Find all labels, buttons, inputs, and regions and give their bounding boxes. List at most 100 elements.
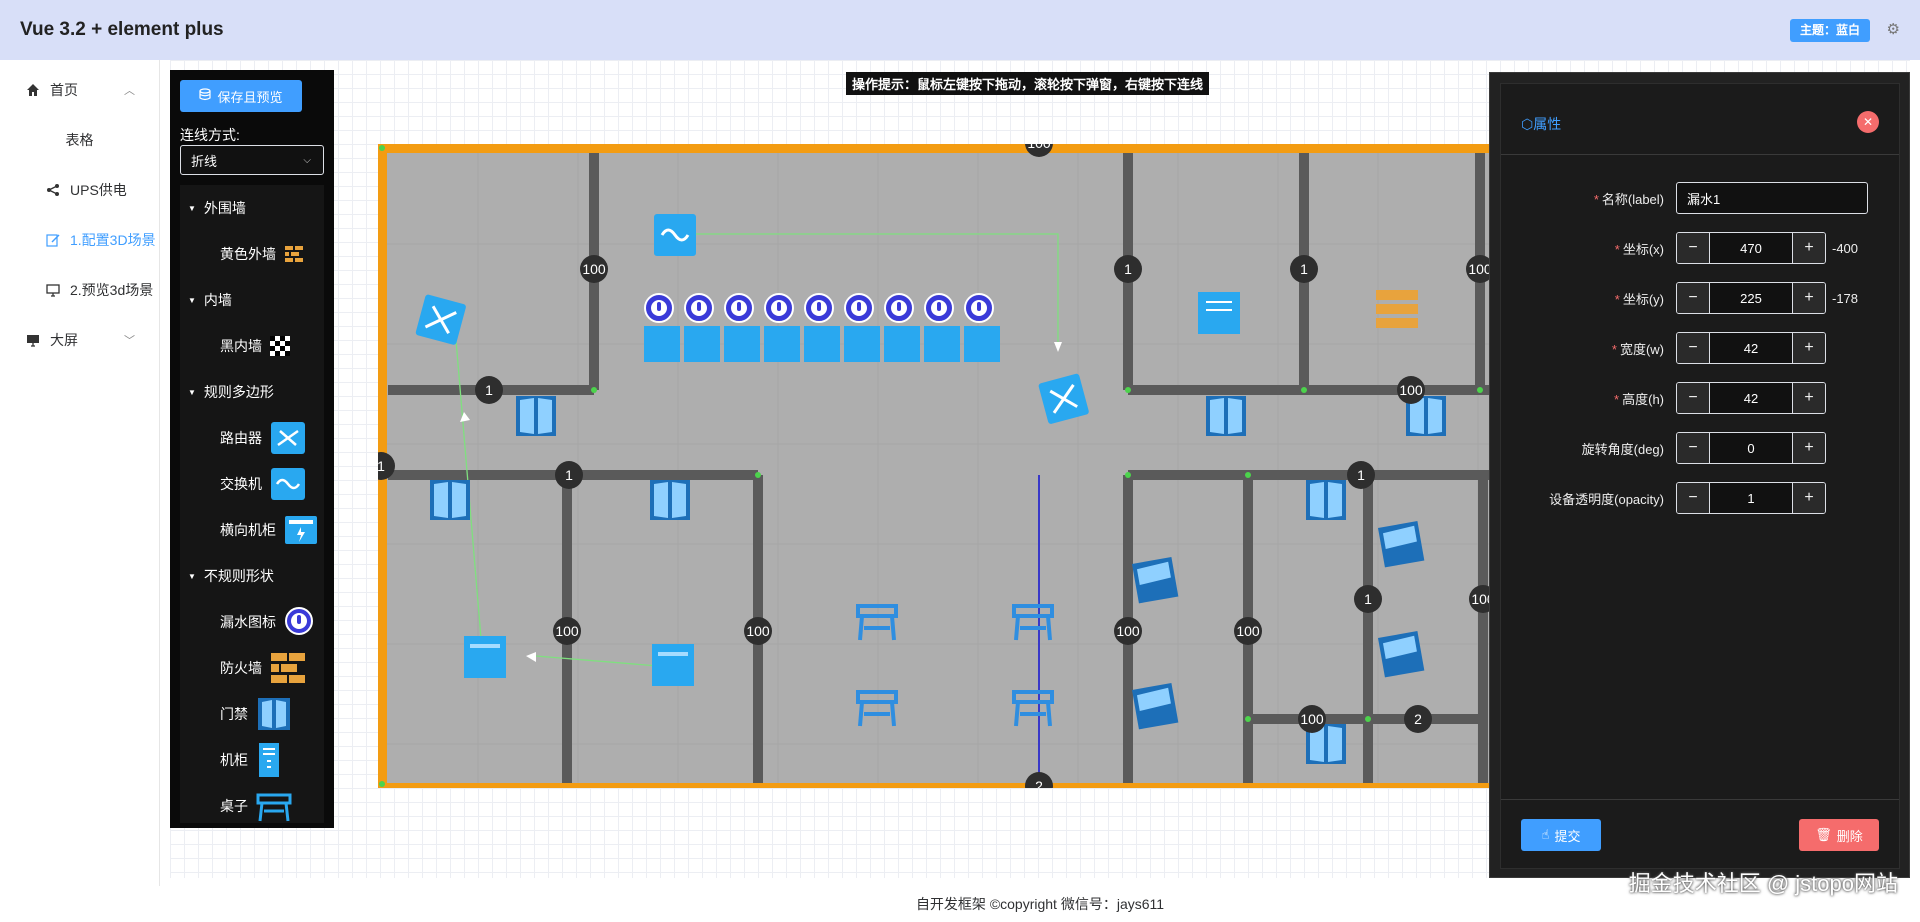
- router-device[interactable]: [415, 294, 466, 345]
- decrement-button[interactable]: −: [1677, 233, 1709, 263]
- item-label: 防火墙: [220, 660, 262, 676]
- dimension-badges[interactable]: 100 100 1 1 1 1 100 1 100 100 100 100 10…: [378, 144, 1647, 788]
- router-icon: [270, 421, 306, 455]
- palette-item-leak[interactable]: 漏水图标: [180, 599, 324, 645]
- dimension-badge[interactable]: 2: [1025, 772, 1053, 788]
- increment-button[interactable]: +: [1793, 233, 1825, 263]
- decrement-button[interactable]: −: [1677, 483, 1709, 513]
- increment-button[interactable]: +: [1793, 283, 1825, 313]
- group-title: 不规则形状: [203, 568, 274, 584]
- dimension-badge[interactable]: 100: [1397, 376, 1425, 404]
- door-devices[interactable]: [430, 396, 1446, 764]
- sidebar-item-table[interactable]: 表格: [0, 115, 159, 165]
- palette-item-desk[interactable]: 桌子: [180, 783, 324, 823]
- monitor-icon: [44, 283, 62, 297]
- dimension-badge[interactable]: 100: [580, 255, 608, 283]
- palette-item-cabinet[interactable]: 机柜: [180, 737, 324, 783]
- field-label-text: 坐标(y): [1622, 291, 1664, 307]
- dimension-badge[interactable]: 1: [1290, 255, 1318, 283]
- dimension-badge[interactable]: 2: [1404, 705, 1432, 733]
- chevron-down-icon: ﹀: [124, 335, 135, 347]
- line-type-select[interactable]: 折线 ⌵: [180, 145, 324, 175]
- dimension-badge[interactable]: 1: [1114, 255, 1142, 283]
- palette-item-firewall[interactable]: 防火墙: [180, 645, 324, 691]
- save-preview-button[interactable]: 保存且预览: [180, 80, 302, 112]
- palette-item-switch[interactable]: 交换机: [180, 461, 324, 507]
- cabinet-device[interactable]: [1198, 292, 1240, 334]
- water-leak-sensors[interactable]: [644, 293, 1000, 362]
- delete-button[interactable]: 🗑删除: [1799, 819, 1879, 851]
- floor-plan-canvas[interactable]: 100 100 1 1 1 1 100 1 100 100 100 100 10…: [378, 144, 1700, 788]
- firewall-device[interactable]: [1376, 290, 1418, 328]
- dimension-badge[interactable]: 1: [475, 376, 503, 404]
- footer-copyright: 自开发框架 ©copyright 微信号：jays611: [915, 896, 1165, 912]
- horizontal-cabinet-devices[interactable]: [464, 636, 694, 686]
- field-height: *高度(h) −42+: [1501, 382, 1899, 414]
- sidebar-item-ups[interactable]: UPS供电: [0, 165, 159, 215]
- palette-item-yellow-wall[interactable]: 黄色外墙: [180, 231, 324, 277]
- chevron-up-icon: ︿: [124, 85, 135, 97]
- palette-item-cabinet-h[interactable]: 横向机柜: [180, 507, 324, 553]
- dimension-badge[interactable]: 100: [1298, 705, 1326, 733]
- gear-icon[interactable]: ⚙: [1886, 21, 1900, 38]
- field-y: *坐标(y) −225+ -178: [1501, 282, 1899, 314]
- width-input[interactable]: 42: [1709, 333, 1793, 363]
- dimension-badge[interactable]: 1: [555, 461, 583, 489]
- dimension-badge[interactable]: 100: [1234, 617, 1262, 645]
- field-label-text: 名称(label): [1601, 191, 1664, 207]
- palette-list[interactable]: ▼外围墙 黄色外墙 ▼内墙 黑内墙 ▼规则多边形 路由器 交换机 横向机柜 ▼不…: [180, 185, 324, 823]
- required-mark: *: [1614, 241, 1620, 257]
- palette-group-irregular[interactable]: ▼不规则形状: [180, 553, 324, 599]
- svg-text:100: 100: [582, 261, 606, 277]
- increment-button[interactable]: +: [1793, 433, 1825, 463]
- palette-group-polygon[interactable]: ▼规则多边形: [180, 369, 324, 415]
- desk-devices[interactable]: [856, 604, 1054, 727]
- palette-group-outer-wall[interactable]: ▼外围墙: [180, 185, 324, 231]
- submit-button[interactable]: ☝提交: [1521, 819, 1601, 851]
- decrement-button[interactable]: −: [1677, 383, 1709, 413]
- switch-device[interactable]: [654, 214, 696, 256]
- field-label: *坐标(x): [1501, 239, 1676, 258]
- decrement-button[interactable]: −: [1677, 283, 1709, 313]
- field-label: 设备透明度(opacity): [1501, 489, 1676, 508]
- y-input[interactable]: 225: [1709, 283, 1793, 313]
- close-button[interactable]: ✕: [1857, 111, 1879, 133]
- palette-group-inner-wall[interactable]: ▼内墙: [180, 277, 324, 323]
- dimension-badge[interactable]: 1: [378, 452, 395, 480]
- dimension-badge[interactable]: 100: [1466, 255, 1494, 283]
- caret-down-icon: ▼: [188, 295, 196, 305]
- share-icon: [44, 183, 62, 197]
- cabinet-horizontal-icon: [284, 513, 318, 547]
- x-input[interactable]: 470: [1709, 233, 1793, 263]
- rotation-input[interactable]: 0: [1709, 433, 1793, 463]
- height-input[interactable]: 42: [1709, 383, 1793, 413]
- item-label: 黄色外墙: [220, 246, 276, 262]
- dimension-badge[interactable]: 1: [1347, 461, 1375, 489]
- increment-button[interactable]: +: [1793, 333, 1825, 363]
- router-device[interactable]: [1038, 373, 1089, 424]
- dimension-badge[interactable]: 1: [1354, 585, 1382, 613]
- sidebar-item-config-3d[interactable]: 1.配置3D场景: [0, 215, 159, 265]
- sidebar-item-label: 大屏: [50, 332, 78, 348]
- dimension-badge[interactable]: 100: [1114, 617, 1142, 645]
- field-label-text: 旋转角度(deg): [1581, 441, 1664, 457]
- increment-button[interactable]: +: [1793, 483, 1825, 513]
- theme-button[interactable]: 主题：蓝白: [1789, 19, 1870, 42]
- palette-item-router[interactable]: 路由器: [180, 415, 324, 461]
- increment-button[interactable]: +: [1793, 383, 1825, 413]
- sidebar-item-home[interactable]: 首页 ︿: [0, 65, 159, 115]
- palette-item-black-wall[interactable]: 黑内墙: [180, 323, 324, 369]
- dimension-badge[interactable]: 100: [553, 617, 581, 645]
- decrement-button[interactable]: −: [1677, 433, 1709, 463]
- dimension-badge[interactable]: 100: [744, 617, 772, 645]
- operation-hint: 操作提示：鼠标左键按下拖动，滚轮按下弹窗，右键按下连线: [846, 72, 1210, 95]
- palette-item-door[interactable]: 门禁: [180, 691, 324, 737]
- decrement-button[interactable]: −: [1677, 333, 1709, 363]
- opacity-input[interactable]: 1: [1709, 483, 1793, 513]
- svg-text:1: 1: [485, 382, 493, 398]
- field-label: *宽度(w): [1501, 339, 1676, 358]
- dimension-badge[interactable]: 100: [1025, 144, 1053, 157]
- name-input[interactable]: 漏水1: [1676, 182, 1868, 214]
- sidebar-item-preview-3d[interactable]: 2.预览3d场景: [0, 265, 159, 315]
- sidebar-item-bigscreen[interactable]: 大屏 ﹀: [0, 315, 159, 365]
